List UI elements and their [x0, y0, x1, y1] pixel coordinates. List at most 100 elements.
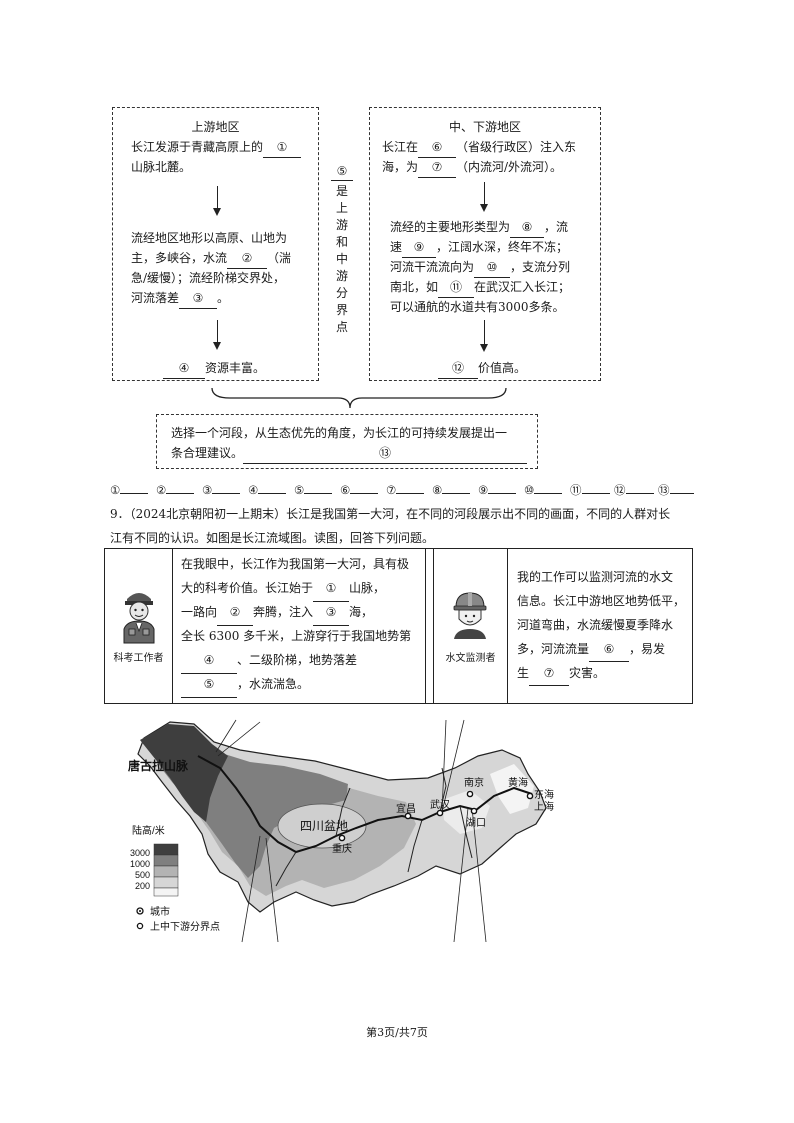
blank-q9-4: ④ [181, 649, 237, 674]
legend-level: 1000 [130, 859, 150, 869]
upper-line-3: 流经地区地形以高原、山地为 [131, 231, 288, 245]
blank-13: ⑬ [243, 443, 528, 464]
boundary-point-marker [404, 812, 412, 820]
blank-11: ⑪ [438, 277, 475, 298]
q9-line-1: 9．（2024北京朝阳初一上期末）长江是我国第一大河，在不同的河段展示出不同的画… [110, 507, 671, 521]
city-marker [526, 792, 534, 800]
answer-slot: ⑪ [570, 481, 610, 498]
researcher-line-6: ⑤，水流湍急。 [181, 673, 309, 698]
researcher-cell: 科考工作者 [105, 549, 173, 703]
legend-title: 陆高/米 [132, 824, 165, 837]
arrow-down-icon [480, 320, 488, 352]
upper-line-2: 山脉北麓。 [131, 160, 192, 174]
researcher-avatar-icon [123, 593, 155, 644]
label-chongqing: 重庆 [332, 842, 352, 855]
table-gap [426, 549, 434, 703]
vchar: 分 [335, 286, 348, 300]
suggestion-line-2: 条合理建议。⑬ [171, 443, 528, 464]
answer-slot: ① [110, 481, 149, 497]
blank-5: ⑤ [331, 162, 353, 181]
vchar: 游 [335, 218, 348, 232]
blank-4: ④ [163, 358, 205, 379]
vchar: 游 [335, 269, 348, 283]
suggestion-line-1: 选择一个河段，从生态优先的角度，为长江的可持续发展提出一 [171, 426, 508, 440]
vchar: 中 [335, 252, 348, 266]
city-marker [436, 809, 444, 817]
blank-10: ⑩ [474, 257, 511, 278]
vchar: 和 [335, 235, 348, 249]
hydrologist-caption: 水文监测者 [445, 653, 496, 664]
blank-q9-6: ⑥ [589, 637, 630, 662]
legend-level: 500 [135, 870, 150, 880]
blank-q9-1: ① [313, 577, 350, 602]
brace-connector [211, 387, 507, 409]
hydrologist-line-2: 信息。长江中游地区地势低平， [517, 594, 686, 608]
answer-slot: ⑦ [386, 481, 425, 497]
blank-6: ⑥ [418, 137, 457, 158]
label-shanghai: 上海 [534, 800, 554, 813]
blank-q9-7: ⑦ [529, 661, 570, 686]
answer-slot: ③ [202, 481, 241, 497]
hydrologist-line-1: 我的工作可以监测河流的水文 [517, 570, 674, 584]
label-huanghai: 黄海 [508, 776, 528, 789]
page-footer: 第3页/共7页 [366, 1026, 428, 1039]
label-donghai: 东海 [534, 788, 554, 801]
label-sichuan: 四川盆地 [300, 819, 348, 833]
label-hukou: 湖口 [466, 817, 486, 829]
legend-level: 3000 [130, 848, 150, 858]
blank-q9-3: ③ [313, 601, 350, 626]
legend-boundary: 上中下游分界点 [150, 920, 220, 933]
city-marker [466, 790, 474, 798]
answer-slot: ⑩ [524, 481, 563, 497]
vchar: 是 [335, 184, 348, 198]
blank-q9-5: ⑤ [181, 673, 237, 698]
boundary-vertical-text: ⑤ 是 上 游 和 中 游 分 界 点 [331, 162, 353, 342]
vchar: 上 [335, 201, 348, 215]
q9-stem: 9．（2024北京朝阳初一上期末）长江是我国第一大河，在不同的河段展示出不同的画… [110, 502, 700, 550]
hydrologist-avatar-icon [453, 592, 487, 639]
hydrologist-text: 我的工作可以监测河流的水文 信息。长江中游地区地势低平， 河道弯曲，水流缓慢夏季… [508, 549, 692, 703]
blank-2: ② [227, 248, 268, 269]
blank-8: ⑧ [510, 217, 545, 238]
arrow-down-icon [213, 320, 221, 350]
blank-q9-2: ② [217, 601, 254, 626]
vchar: 点 [335, 320, 348, 334]
blank-3: ③ [179, 288, 218, 309]
researcher-line-5: ④、二级阶梯，地势落差 [181, 649, 357, 674]
upper-line-5: 急/缓慢）；流经阶梯交界处， [131, 271, 286, 285]
answer-slot: ⑬ [658, 481, 694, 498]
legend-city: 城市 [150, 905, 170, 918]
label-nanjing: 南京 [464, 776, 484, 789]
answer-slot: ⑫ [614, 481, 654, 498]
upper-title: 上游地区 [191, 120, 240, 134]
label-tanggula: 唐古拉山脉 [128, 758, 189, 773]
arrow-down-icon [213, 186, 221, 216]
label-wuhan: 武汉 [430, 798, 450, 811]
legend-level: 200 [135, 881, 150, 891]
lower-title: 中、下游地区 [448, 120, 521, 134]
researcher-line-1: 在我眼中，长江作为我国第一大河，具有极 [181, 557, 410, 571]
arrow-down-icon [480, 182, 488, 212]
blank-9: ⑨ [402, 237, 437, 258]
answer-slot: ② [156, 481, 195, 497]
answer-slot: ⑧ [432, 481, 471, 497]
lower-line-7: 可以通航的水道共有3000多条。 [390, 300, 565, 314]
